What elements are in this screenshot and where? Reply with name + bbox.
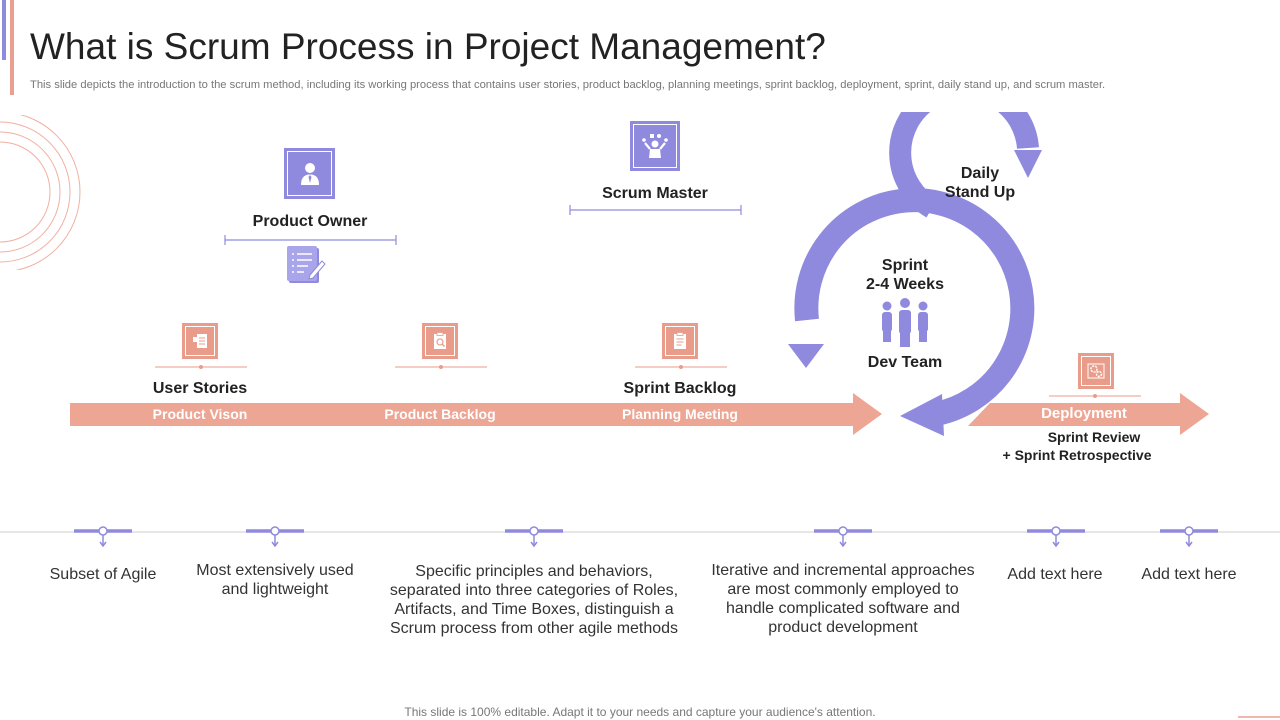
accent-bar-salmon bbox=[10, 0, 14, 95]
page-title: What is Scrum Process in Project Managem… bbox=[30, 26, 826, 67]
daily-standup-line2: Stand Up bbox=[944, 184, 1016, 201]
checklist-icon bbox=[287, 246, 326, 283]
sprint-review-line2: + Sprint Retrospective bbox=[1002, 447, 1152, 463]
presenter-icon bbox=[284, 148, 335, 199]
point-subset-of-agile: Subset of Agile bbox=[49, 566, 157, 583]
sprint-label-line1: Sprint bbox=[881, 257, 929, 274]
point-iterative: Iterative and incremental approaches are… bbox=[711, 562, 975, 636]
deployment-arrow bbox=[968, 393, 1209, 435]
deployment-label: Deployment bbox=[1041, 405, 1127, 422]
scrum-master-label: Scrum Master bbox=[602, 185, 708, 202]
bottom-timeline bbox=[0, 526, 1280, 548]
user-stories-connector bbox=[155, 365, 247, 369]
sprint-cycle-arrows bbox=[788, 112, 1042, 436]
point-principles: Specific principles and behaviors, separ… bbox=[389, 563, 679, 637]
backlog-connector bbox=[395, 365, 487, 369]
point-add-text-1: Add text here bbox=[1007, 566, 1103, 583]
page-subtitle: This slide depicts the introduction to t… bbox=[30, 79, 1106, 91]
scrum-master-bracket bbox=[569, 205, 742, 215]
footer-note: This slide is 100% editable. Adapt it to… bbox=[404, 705, 876, 719]
sprint-backlog-icon bbox=[662, 323, 698, 359]
sprint-label-line2: 2-4 Weeks bbox=[866, 276, 944, 293]
backlog-icon bbox=[422, 323, 458, 359]
product-vision-label: Product Vison bbox=[152, 406, 248, 422]
product-owner-bracket bbox=[224, 235, 397, 245]
sprint-review-line1: Sprint Review bbox=[1047, 429, 1141, 445]
point-add-text-2: Add text here bbox=[1141, 566, 1237, 583]
product-backlog-label: Product Backlog bbox=[384, 406, 496, 422]
planning-meeting-label: Planning Meeting bbox=[622, 406, 738, 422]
dev-team-label: Dev Team bbox=[867, 354, 943, 371]
process-arrow bbox=[70, 393, 882, 435]
meeting-icon bbox=[630, 121, 680, 171]
accent-bar-purple bbox=[2, 0, 6, 60]
sprint-backlog-label: Sprint Backlog bbox=[623, 380, 737, 397]
deployment-connector bbox=[1049, 394, 1141, 398]
product-owner-label: Product Owner bbox=[252, 213, 368, 230]
deployment-gears-icon bbox=[1078, 353, 1114, 389]
decorative-circles bbox=[0, 115, 81, 270]
team-icon bbox=[882, 298, 928, 347]
point-lightweight: Most extensively used and lightweight bbox=[196, 562, 354, 598]
corner-accent bbox=[1238, 716, 1280, 718]
daily-standup-line1: Daily bbox=[960, 165, 1000, 182]
sprint-backlog-connector bbox=[635, 365, 727, 369]
user-stories-icon bbox=[182, 323, 218, 359]
user-stories-label: User Stories bbox=[152, 380, 248, 397]
